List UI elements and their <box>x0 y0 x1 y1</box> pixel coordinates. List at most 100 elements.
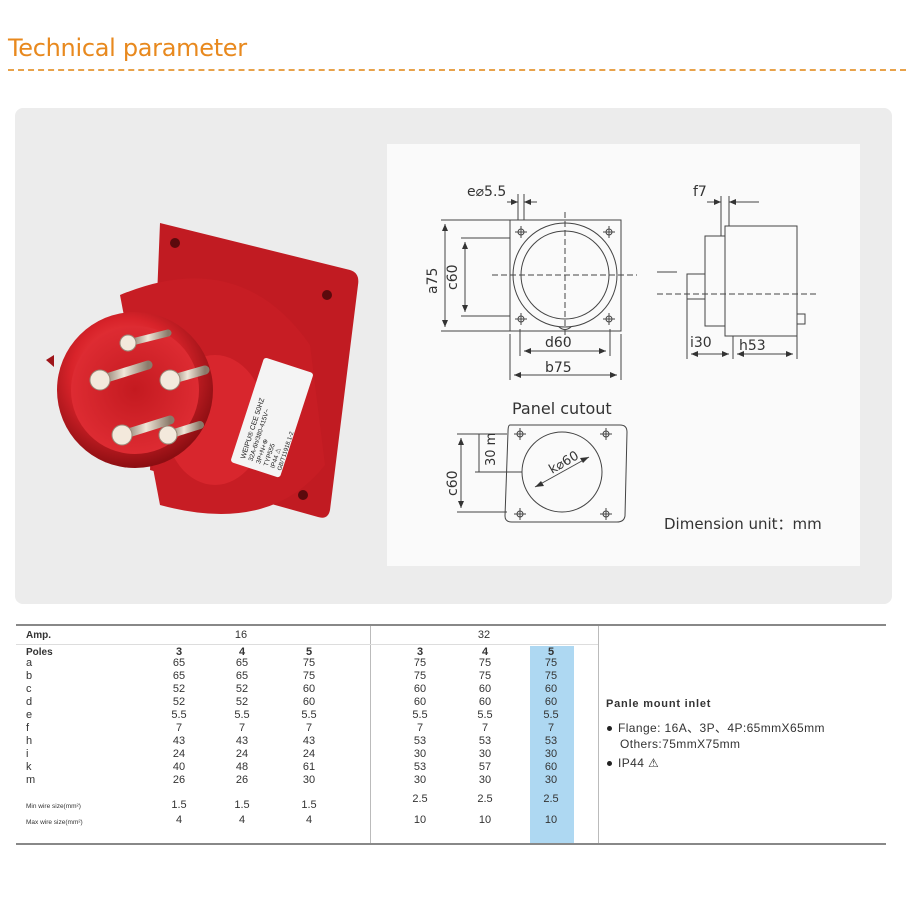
table-cell: 24 <box>235 748 249 760</box>
dim-label-e: e⌀5.5 <box>467 184 506 200</box>
table-cell: 26 <box>172 774 186 786</box>
table-cell: 30 <box>544 748 558 760</box>
dim-label-c: c60 <box>445 264 461 290</box>
table-cell: 65 <box>235 657 249 669</box>
bullet-icon <box>607 726 612 732</box>
poles-value: 3 <box>175 646 183 658</box>
table-cell: 60 <box>413 683 427 695</box>
info-ip: IP44 ⚠ <box>607 756 659 770</box>
table-cell: 30 <box>413 774 427 786</box>
dim-label-b: b75 <box>545 360 572 376</box>
warning-icon: ⚠ <box>648 756 660 770</box>
table-cell: 60 <box>544 683 558 695</box>
dim-label-d: d60 <box>545 335 572 351</box>
table-cell: 7 <box>175 722 183 734</box>
max-wire-label: Max wire size(mm²) <box>26 819 83 826</box>
table-cell: 43 <box>235 735 249 747</box>
row-label: k <box>26 761 32 773</box>
amp-32: 32 <box>477 629 491 641</box>
row-label: m <box>26 774 36 786</box>
table-cell: 5.5 <box>171 709 187 721</box>
dimension-unit-note: Dimension unit：mm <box>664 515 822 533</box>
min-wire-label: Min wire size(mm²) <box>26 803 81 810</box>
table-cell: 53 <box>413 735 427 747</box>
table-cell: 48 <box>235 761 249 773</box>
table-cell: 30 <box>302 774 316 786</box>
row-label: b <box>26 670 33 682</box>
row-label: e <box>26 709 33 721</box>
min-wire-value: 1.5 <box>171 799 187 811</box>
page-title: Technical parameter <box>8 34 247 62</box>
table-cell: 26 <box>235 774 249 786</box>
table-cell: 65 <box>235 670 249 682</box>
table-cell: 7 <box>481 722 489 734</box>
table-cell: 75 <box>478 657 492 669</box>
dim-label-a: a75 <box>425 268 441 294</box>
row-label: a <box>26 657 33 669</box>
row-label: i <box>26 748 29 760</box>
max-wire-value: 10 <box>413 814 427 826</box>
min-wire-value: 2.5 <box>477 793 493 805</box>
amp-label: Amp. <box>26 630 51 641</box>
table-cell: 75 <box>302 670 316 682</box>
table-cell: 65 <box>172 670 186 682</box>
table-cell: 75 <box>544 670 558 682</box>
max-wire-value: 4 <box>238 814 246 826</box>
mount-hole-icon <box>515 226 615 325</box>
table-cell: 60 <box>302 696 316 708</box>
panel-cutout-title: Panel cutout <box>512 399 612 418</box>
poles-value: 5 <box>305 646 313 658</box>
table-cell: 24 <box>172 748 186 760</box>
table-cell: 75 <box>413 670 427 682</box>
table-cell: 75 <box>478 670 492 682</box>
table-cell: 60 <box>478 696 492 708</box>
table-cell: 65 <box>172 657 186 669</box>
table-cell: 24 <box>302 748 316 760</box>
table-cell: 52 <box>235 696 249 708</box>
product-image: WEIPU® CEE 50HZ 32A-6h/380-415V~ 3P+N+⊕ … <box>46 223 359 518</box>
table-cell: 43 <box>172 735 186 747</box>
table-cell: 75 <box>544 657 558 669</box>
table-cell: 52 <box>172 683 186 695</box>
max-wire-value: 4 <box>175 814 183 826</box>
table-cell: 43 <box>302 735 316 747</box>
table-cell: 40 <box>172 761 186 773</box>
table-cell: 60 <box>544 696 558 708</box>
row-label: h <box>26 735 33 747</box>
min-wire-value: 1.5 <box>301 799 317 811</box>
dimension-drawing: e⌀5.5 f7 a75 c60 d60 b75 i30 h53 Panel c… <box>387 144 860 566</box>
table-cell: 7 <box>238 722 246 734</box>
table-cell: 30 <box>478 748 492 760</box>
pin-group <box>89 329 210 446</box>
dim-label-c2: c60 <box>445 470 461 496</box>
table-cell: 53 <box>544 735 558 747</box>
amp-16: 16 <box>234 629 248 641</box>
bullet-icon <box>607 761 612 767</box>
row-label: f <box>26 722 30 734</box>
table-cell: 53 <box>413 761 427 773</box>
table-cell: 60 <box>478 683 492 695</box>
table-cell: 5.5 <box>477 709 493 721</box>
table-cell: 53 <box>478 735 492 747</box>
info-heading: Panle mount inlet <box>606 698 712 710</box>
table-cell: 30 <box>478 774 492 786</box>
table-cell: 52 <box>235 683 249 695</box>
dim-label-f: f7 <box>693 184 707 200</box>
table-cell: 30 <box>544 774 558 786</box>
poles-value: 4 <box>238 646 246 658</box>
table-cell: 75 <box>413 657 427 669</box>
table-cell: 5.5 <box>234 709 250 721</box>
mount-hole-icon <box>170 238 180 248</box>
max-wire-value: 10 <box>544 814 558 826</box>
poles-value: 3 <box>416 646 424 658</box>
table-cell: 7 <box>305 722 313 734</box>
table-cell: 5.5 <box>301 709 317 721</box>
table-cell: 52 <box>172 696 186 708</box>
table-cell: 5.5 <box>543 709 559 721</box>
table-cell: 7 <box>416 722 424 734</box>
table-cell: 7 <box>547 722 555 734</box>
title-divider <box>8 69 906 71</box>
info-flange: Flange: 16A、3P、4P:65mmX65mm <box>607 719 825 736</box>
dim-label-m: 30 m <box>484 433 499 466</box>
max-wire-value: 4 <box>305 814 313 826</box>
